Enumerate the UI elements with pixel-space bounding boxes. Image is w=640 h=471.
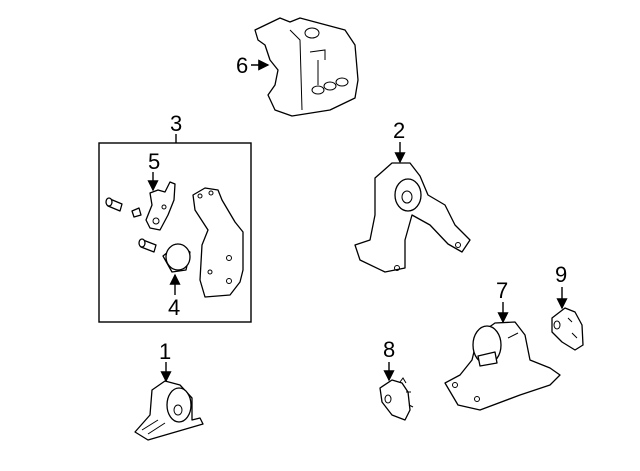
callout-4: 4 <box>168 295 180 320</box>
bolt[interactable] <box>105 197 123 212</box>
part-9-stopper[interactable] <box>551 307 584 351</box>
bolt[interactable] <box>138 238 157 253</box>
part-4-bushing[interactable] <box>162 243 191 273</box>
callout-2: 2 <box>393 118 405 143</box>
nut[interactable] <box>131 207 142 218</box>
part-7-mount[interactable] <box>444 321 561 411</box>
callout-8: 8 <box>383 337 395 362</box>
callout-3: 3 <box>170 111 182 136</box>
part-2-rear-mount[interactable] <box>354 162 471 273</box>
part-1-mount[interactable] <box>134 380 204 441</box>
callout-1: 1 <box>159 339 171 364</box>
part-5-bracket[interactable] <box>145 181 176 231</box>
part-6-bracket[interactable] <box>254 17 359 117</box>
callout-7: 7 <box>496 278 508 303</box>
assembly-3-box <box>98 142 252 323</box>
callout-5: 5 <box>148 149 160 174</box>
bracket-plate[interactable] <box>192 187 244 298</box>
part-8-stopper[interactable] <box>379 377 414 421</box>
callout-6: 6 <box>236 53 248 78</box>
callout-9: 9 <box>555 262 567 287</box>
